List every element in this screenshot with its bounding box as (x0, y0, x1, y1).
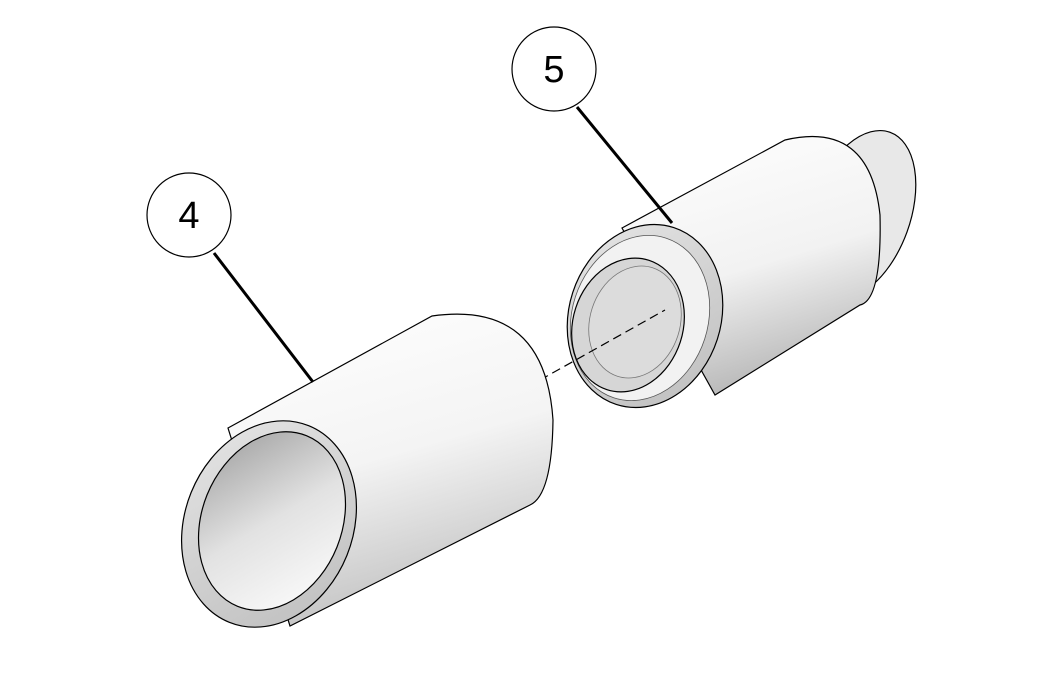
centerline (539, 309, 666, 381)
balloon-4: 4 (146, 172, 232, 258)
leader-line-4 (212, 252, 315, 383)
balloon-5-label: 5 (543, 49, 564, 91)
bore (588, 265, 682, 379)
part-5-flanged-sleeve (566, 129, 917, 409)
part-4-tube (180, 313, 554, 628)
leader-line-5 (575, 106, 674, 224)
balloon-5: 5 (511, 26, 597, 112)
balloon-4-label: 4 (178, 195, 199, 237)
tube-bore (197, 431, 347, 611)
